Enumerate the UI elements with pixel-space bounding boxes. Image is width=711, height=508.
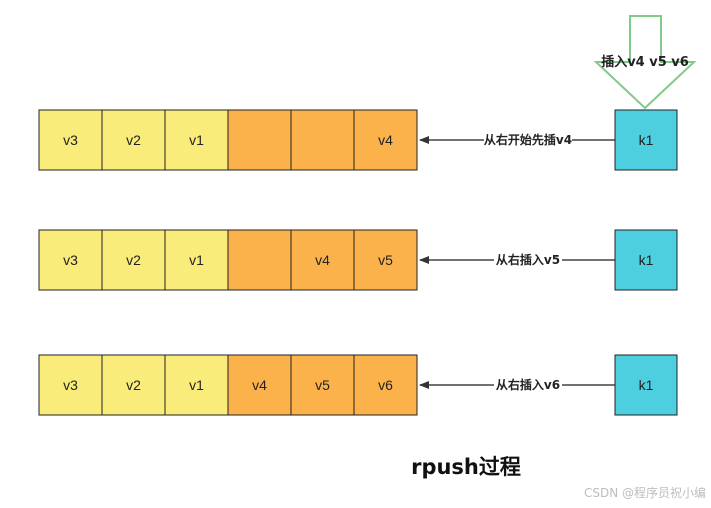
- list-cell: [101, 354, 166, 416]
- list-cell: [227, 109, 292, 171]
- list-cell: [38, 229, 103, 291]
- list-row: v3 v2 v1 v4 v5 v6 从右插入v6 k1: [38, 354, 678, 416]
- key-box: [614, 229, 678, 291]
- list-cell: [290, 229, 355, 291]
- list-cell: [290, 354, 355, 416]
- list-cell: [353, 354, 418, 416]
- list-cell-label: v2: [126, 132, 141, 148]
- list-cell-label: v2: [126, 377, 141, 393]
- key-label: k1: [639, 252, 654, 268]
- list-cell: [164, 109, 229, 171]
- list-cell: [353, 109, 418, 171]
- list-cell: [101, 229, 166, 291]
- list-cell-label: v5: [378, 252, 393, 268]
- arrow-label-bg: [484, 131, 572, 149]
- list-cell-label: v1: [189, 377, 204, 393]
- list-cell: [101, 109, 166, 171]
- list-cell: [227, 354, 292, 416]
- list-cell-label: v1: [189, 252, 204, 268]
- list-cell-label: v1: [189, 132, 204, 148]
- insert-down-arrow-icon: [593, 15, 697, 110]
- arrow-label: 从右插入v5: [496, 252, 560, 267]
- list-cell-label: v2: [126, 252, 141, 268]
- list-cell-label: v4: [252, 377, 267, 393]
- key-box: [614, 354, 678, 416]
- list-cell: [227, 229, 292, 291]
- key-label: k1: [639, 377, 654, 393]
- list-cell: [164, 229, 229, 291]
- arrow-label: 从右开始先插v4: [484, 132, 572, 147]
- list-cell-label: v3: [63, 252, 78, 268]
- watermark: CSDN @程序员祝小编: [584, 485, 706, 500]
- list-cell-label: v6: [378, 377, 393, 393]
- list-cell-label: v4: [378, 132, 393, 148]
- key-label: k1: [639, 132, 654, 148]
- list-cell: [353, 229, 418, 291]
- list-cell-label: v3: [63, 377, 78, 393]
- list-cell-label: v4: [315, 252, 330, 268]
- list-cell-label: v3: [63, 132, 78, 148]
- insert-label: 插入v4 v5 v6: [601, 54, 689, 70]
- list-cell: [290, 109, 355, 171]
- list-cell: [38, 354, 103, 416]
- list-cell-label: v5: [315, 377, 330, 393]
- key-box: [614, 109, 678, 171]
- diagram-caption: rpush过程: [411, 455, 521, 479]
- list-cell: [164, 354, 229, 416]
- arrow-label: 从右插入v6: [496, 377, 560, 392]
- arrow-label-bg: [494, 376, 562, 394]
- list-cell: [38, 109, 103, 171]
- list-row: v3 v2 v1 v4 v5 从右插入v5 k1: [38, 229, 678, 291]
- arrow-label-bg: [494, 251, 562, 269]
- list-row: v3 v2 v1 v4 从右开始先插v4 k1: [38, 109, 678, 171]
